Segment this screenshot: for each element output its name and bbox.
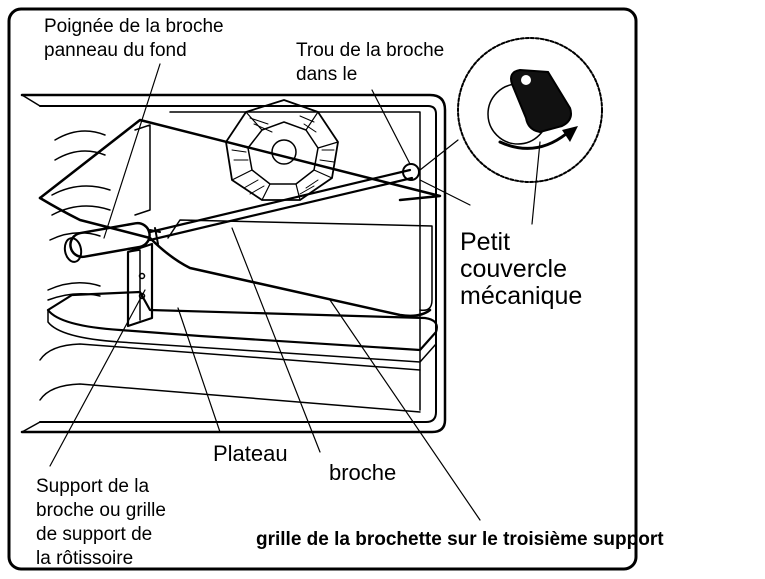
label-spit-hole: Trou de la broche dans le [296,40,450,85]
fan-grille [225,99,339,201]
cover-zoom-inset [457,37,603,183]
oven-cavity [20,93,447,434]
label-support: Support de la broche ou grille de suppor… [36,476,171,569]
label-spit: broche [329,460,396,485]
label-spit-handle: Poignée de la broche panneau du fond [44,16,229,61]
spit-handle [69,221,151,259]
pointer-lines [49,63,541,521]
tray [39,219,438,413]
label-small-cover: Petit couvercle mécanique [460,228,582,310]
spit-hole [402,163,420,181]
skewer-rack [38,118,442,318]
spit-rod [63,163,420,263]
side-rack-guides [47,124,151,301]
diagram-frame [7,7,638,571]
label-tray: Plateau [213,441,288,466]
mechanical-cover-icon [510,68,572,134]
spit-support-bracket [126,242,154,328]
label-skewer-rack: grille de la brochette sur le troisième … [256,529,664,550]
rotate-arrow-icon [498,132,568,150]
